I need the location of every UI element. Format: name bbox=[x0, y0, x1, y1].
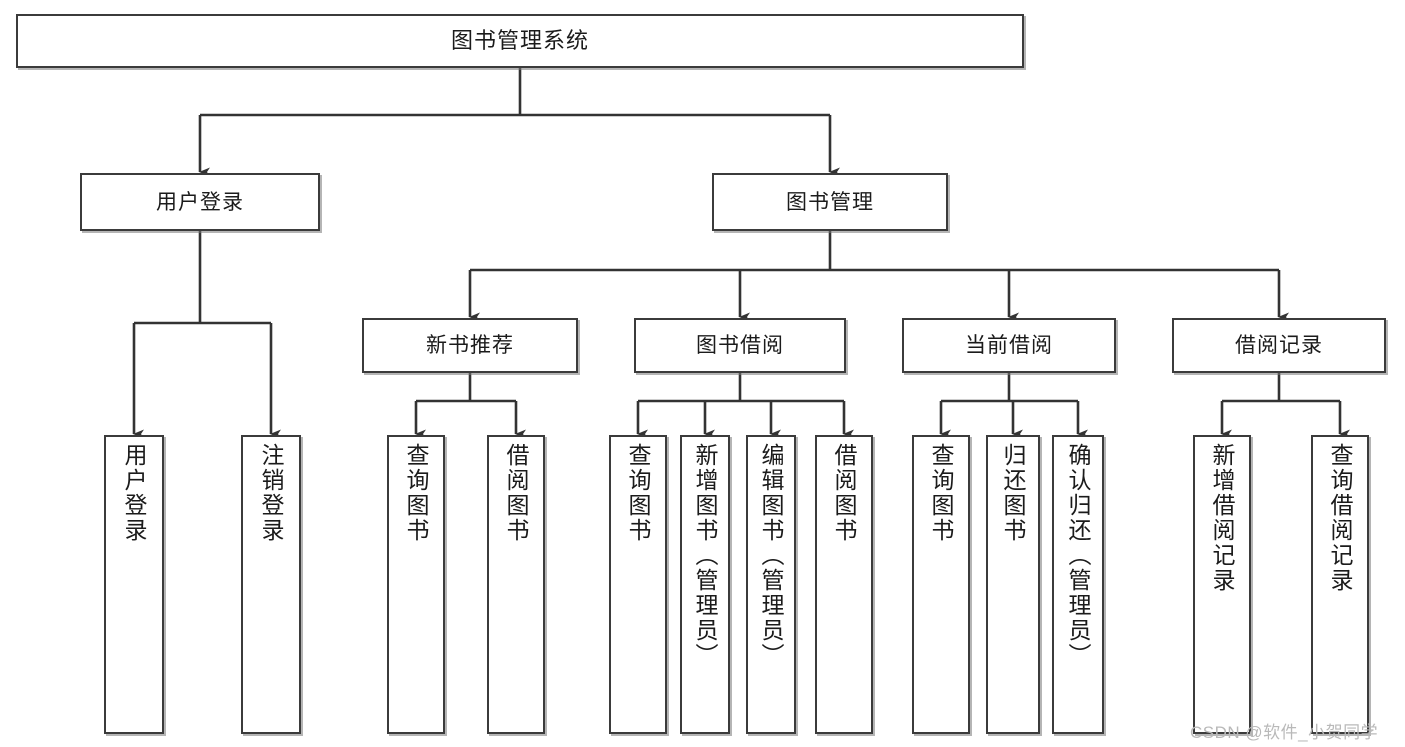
node-book-manage[interactable]: 图书管理 bbox=[712, 173, 948, 231]
node-leaf-query-book-cur[interactable]: 查询图书 bbox=[912, 435, 970, 734]
node-leaf-user-logout[interactable]: 注销登录 bbox=[241, 435, 301, 734]
node-leaf-borrow-book[interactable]: 借阅图书 bbox=[815, 435, 873, 734]
node-current-borrow[interactable]: 当前借阅 bbox=[902, 318, 1116, 373]
node-leaf-edit-book[interactable]: 编辑图书（管理员） bbox=[746, 435, 796, 734]
node-leaf-return-book-label: 归还图书 bbox=[1000, 443, 1027, 543]
node-borrow-record-label: 借阅记录 bbox=[1235, 334, 1323, 357]
node-leaf-borrow-book-rec-label: 借阅图书 bbox=[503, 443, 530, 543]
node-new-book-rec-label: 新书推荐 bbox=[426, 334, 514, 357]
node-leaf-confirm-return[interactable]: 确认归还（管理员） bbox=[1052, 435, 1104, 734]
node-leaf-query-record[interactable]: 查询借阅记录 bbox=[1311, 435, 1369, 734]
node-leaf-query-book-rec-label: 查询图书 bbox=[403, 443, 430, 543]
node-leaf-edit-book-label: 编辑图书（管理员） bbox=[758, 443, 785, 668]
node-leaf-query-record-label: 查询借阅记录 bbox=[1327, 443, 1354, 593]
node-leaf-borrow-book-rec[interactable]: 借阅图书 bbox=[487, 435, 545, 734]
node-leaf-add-book[interactable]: 新增图书（管理员） bbox=[680, 435, 730, 734]
node-leaf-confirm-return-label: 确认归还（管理员） bbox=[1065, 443, 1092, 668]
node-root[interactable]: 图书管理系统 bbox=[16, 14, 1024, 68]
node-root-label: 图书管理系统 bbox=[450, 28, 589, 53]
node-user-login-label: 用户登录 bbox=[156, 190, 244, 214]
node-leaf-query-book-borrow[interactable]: 查询图书 bbox=[609, 435, 667, 734]
node-leaf-add-record[interactable]: 新增借阅记录 bbox=[1193, 435, 1251, 734]
node-leaf-user-login[interactable]: 用户登录 bbox=[104, 435, 164, 734]
node-user-login[interactable]: 用户登录 bbox=[80, 173, 320, 231]
node-leaf-user-logout-label: 注销登录 bbox=[258, 443, 285, 543]
node-leaf-query-book-cur-label: 查询图书 bbox=[928, 443, 955, 543]
node-leaf-user-login-label: 用户登录 bbox=[121, 443, 148, 543]
node-new-book-rec[interactable]: 新书推荐 bbox=[362, 318, 578, 373]
node-leaf-borrow-book-label: 借阅图书 bbox=[831, 443, 858, 543]
node-book-manage-label: 图书管理 bbox=[786, 190, 874, 214]
node-leaf-add-record-label: 新增借阅记录 bbox=[1209, 443, 1236, 593]
node-leaf-query-book-rec[interactable]: 查询图书 bbox=[387, 435, 445, 734]
node-borrow-record[interactable]: 借阅记录 bbox=[1172, 318, 1386, 373]
node-current-borrow-label: 当前借阅 bbox=[965, 334, 1053, 357]
node-leaf-query-book-borrow-label: 查询图书 bbox=[625, 443, 652, 543]
node-book-borrow[interactable]: 图书借阅 bbox=[634, 318, 846, 373]
node-book-borrow-label: 图书借阅 bbox=[696, 334, 784, 357]
node-leaf-return-book[interactable]: 归还图书 bbox=[986, 435, 1040, 734]
node-leaf-add-book-label: 新增图书（管理员） bbox=[692, 443, 719, 668]
